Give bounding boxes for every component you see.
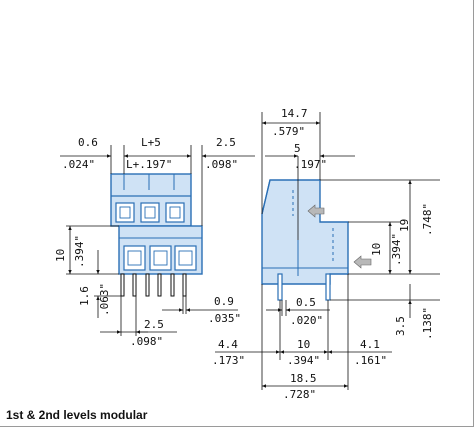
dim-overall-mm: 18.5 [290, 372, 317, 385]
dim-top-width-in: .579" [272, 125, 305, 138]
dim-top-width-mm: 14.7 [281, 107, 308, 120]
dim-top-step-in: .197" [294, 158, 327, 171]
dim-front-right-in: .098" [205, 158, 238, 171]
upper-wire-openings [115, 202, 185, 223]
dim-pin-extension-in: .138" [421, 307, 434, 340]
dim-front-left-in: .024" [62, 158, 95, 171]
dim-pin-length-in: .063" [98, 283, 111, 316]
lower-wire-openings [123, 245, 197, 271]
dim-total-height-in: .748" [421, 203, 434, 236]
dim-pin-length-mm: 1.6 [78, 286, 91, 306]
wire-entry-arrow-icon-2 [353, 255, 372, 269]
dim-left-offset-mm: 4.4 [218, 338, 238, 351]
dim-left-offset-in: .173" [212, 354, 245, 367]
dim-pin-width-in: .035" [208, 312, 241, 325]
dim-pin-offset-mm: 2.5 [144, 318, 164, 331]
dim-pin-extension-mm: 3.5 [394, 316, 407, 336]
dim-lower-height-mm: 10 [370, 243, 383, 256]
dim-pitch-mm: L+5 [141, 136, 161, 149]
wire-entry-arrow-icon [307, 204, 325, 218]
dim-right-offset-in: .161" [354, 354, 387, 367]
side-view: 14.7 .579" 5 .197" 19 .748" 10 .394" 3.5… [212, 107, 440, 401]
dim-pin-gap-in: .020" [290, 314, 323, 327]
dim-front-left-mm: 0.6 [78, 136, 98, 149]
dim-pin-offset-in: .098" [130, 335, 163, 348]
dim-pitch-in: L+.197" [126, 158, 172, 171]
dim-top-step-mm: 5 [294, 142, 301, 155]
front-pins [120, 273, 187, 297]
dim-body-height-mm: 10 [54, 249, 67, 262]
side-profile-body [261, 179, 349, 285]
dim-lower-height-in: .394" [390, 233, 403, 266]
caption: 1st & 2nd levels modular [6, 408, 148, 422]
dim-pin-width-mm: 0.9 [214, 295, 234, 308]
dim-right-offset-mm: 4.1 [360, 338, 380, 351]
dim-pin-span-mm: 10 [297, 338, 310, 351]
dim-pin-span-in: .394" [287, 354, 320, 367]
dim-pin-gap-mm: 0.5 [296, 296, 316, 309]
front-view: 0.6 .024" L+5 L+.197" 2.5 .098" 10 .394"… [54, 136, 255, 348]
dim-front-right-mm: 2.5 [216, 136, 236, 149]
dim-total-height-mm: 19 [398, 219, 411, 232]
dim-body-height-in: .394" [73, 235, 86, 268]
dim-overall-in: .728" [283, 388, 316, 401]
